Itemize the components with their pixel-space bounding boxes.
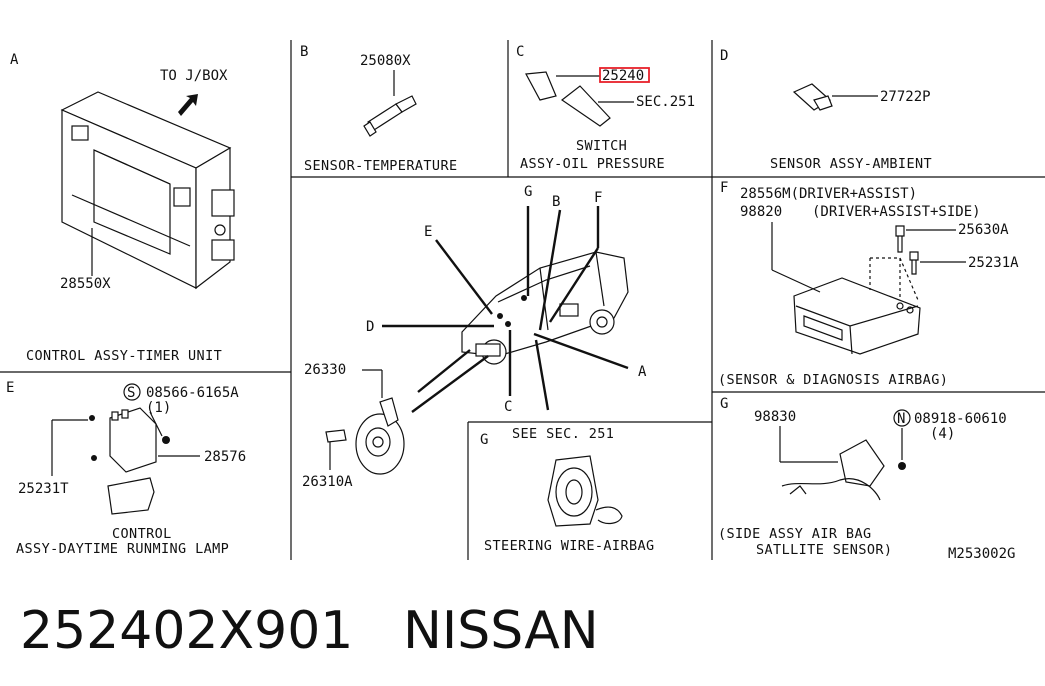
parts-diagram: A TO J/BOX 28550X CONTROL ASSY-TIMER UNI… <box>0 40 1045 562</box>
n-circle-icon <box>893 409 911 427</box>
section-steering-wire: G SEE SEC. 251 STEERING WIRE-AIRBAG <box>480 426 655 554</box>
highlight-box <box>599 67 650 83</box>
callout-f: F <box>594 190 603 206</box>
section-c-letter: C <box>516 44 525 60</box>
footer-brand: NISSAN <box>402 601 599 661</box>
n-symbol: N <box>897 411 905 427</box>
ambient-sensor-drawing <box>792 83 833 111</box>
horn-part-1: 26330 <box>304 362 346 378</box>
timer-unit-drawing <box>60 91 235 290</box>
section-c: C 25240 SEC.251 SWITCH ASSY-OIL PRESSURE <box>516 44 695 172</box>
arrow-icon <box>178 94 198 116</box>
section-b-caption: SENSOR-TEMPERATURE <box>304 158 458 174</box>
horn-drawing <box>325 397 405 475</box>
section-e: E S 08566-6165A (1) 25231T 28576 CONTROL… <box>6 380 246 557</box>
callout-g: G <box>524 184 533 200</box>
section-a: A TO J/BOX 28550X CONTROL ASSY-TIMER UNI… <box>10 52 235 364</box>
bolt-icon-2 <box>909 251 919 275</box>
satellite-sensor-drawing <box>781 439 906 501</box>
section-e-letter: E <box>6 380 15 396</box>
section-c-ref: SEC.251 <box>636 94 695 110</box>
section-f-part-1: 28556M(DRIVER+ASSIST) <box>740 186 917 202</box>
bolt-icon <box>895 225 905 253</box>
section-f-part-2-note: (DRIVER+ASSIST+SIDE) <box>812 204 981 220</box>
section-e-bolt: 08566-6165A <box>146 385 239 401</box>
section-e-part-1: 25231T <box>18 481 69 497</box>
section-g-bolt: 08918-60610 <box>914 411 1007 427</box>
section-g-caption-line1: (SIDE ASSY AIR BAG <box>718 526 872 542</box>
s-symbol: S <box>127 385 135 401</box>
s-circle-icon <box>123 383 141 401</box>
section-a-caption: CONTROL ASSY-TIMER UNIT <box>26 348 222 364</box>
section-a-note: TO J/BOX <box>160 68 228 84</box>
section-e-bolt-qty: (1) <box>146 400 171 416</box>
section-e-part-2: 28576 <box>204 449 246 465</box>
section-center: G B F E D A C 26330 26310A <box>302 184 647 490</box>
airbag-sensor-drawing <box>793 257 921 355</box>
callout-b: B <box>552 194 561 210</box>
callout-c: C <box>504 399 513 415</box>
section-g2-ref: SEE SEC. 251 <box>512 426 614 442</box>
section-b-letter: B <box>300 44 309 60</box>
section-e-caption-line1: CONTROL <box>112 526 172 542</box>
section-a-letter: A <box>10 52 19 68</box>
clock-spring-drawing <box>547 455 623 527</box>
section-d: D 27722P SENSOR ASSY-AMBIENT <box>720 48 932 172</box>
section-d-part: 27722P <box>880 89 931 105</box>
temperature-sensor-drawing <box>363 95 417 137</box>
section-a-part: 28550X <box>60 276 111 292</box>
oil-pressure-switch-drawing <box>525 71 611 127</box>
section-c-caption-line1: SWITCH <box>576 138 627 154</box>
section-b: B 25080X SENSOR-TEMPERATURE <box>300 44 458 174</box>
section-g: G 98830 N 08918-60610 (4) (SIDE ASSY AIR… <box>718 396 1015 562</box>
section-f: F 28556M(DRIVER+ASSIST) 98820 (DRIVER+AS… <box>718 180 1019 388</box>
section-g-caption-line2: SATLLITE SENSOR) <box>756 542 892 558</box>
section-g-letter: G <box>720 396 729 412</box>
callout-d: D <box>366 319 375 335</box>
horn-part-2: 26310A <box>302 474 353 490</box>
callout-e: E <box>424 224 433 240</box>
section-g-part: 98830 <box>754 409 796 425</box>
section-e-caption-line2: ASSY-DAYTIME RUNMING LAMP <box>16 541 229 557</box>
callout-a: A <box>638 364 647 380</box>
section-g-bolt-qty: (4) <box>930 426 955 442</box>
section-f-part-2: 98820 <box>740 204 782 220</box>
callout-arrows <box>382 206 629 413</box>
section-d-letter: D <box>720 48 729 64</box>
section-g2-letter: G <box>480 432 489 448</box>
drawing-number: M253002G <box>948 546 1015 562</box>
section-f-bolt-1: 25630A <box>958 222 1009 238</box>
grid-lines <box>0 40 1045 560</box>
section-c-part: 25240 <box>602 68 644 84</box>
section-f-letter: F <box>720 180 729 196</box>
footer-part-number: 252402X901 <box>20 601 354 661</box>
footer: 252402X901 NISSAN <box>20 596 1020 666</box>
section-f-caption: (SENSOR & DIAGNOSIS AIRBAG) <box>718 372 948 388</box>
section-d-caption: SENSOR ASSY-AMBIENT <box>770 156 932 172</box>
section-g2-caption: STEERING WIRE-AIRBAG <box>484 538 655 554</box>
section-c-caption-line2: ASSY-OIL PRESSURE <box>520 156 665 172</box>
drl-control-drawing <box>89 407 170 515</box>
section-f-bolt-2: 25231A <box>968 255 1019 271</box>
section-b-part: 25080X <box>360 53 411 69</box>
